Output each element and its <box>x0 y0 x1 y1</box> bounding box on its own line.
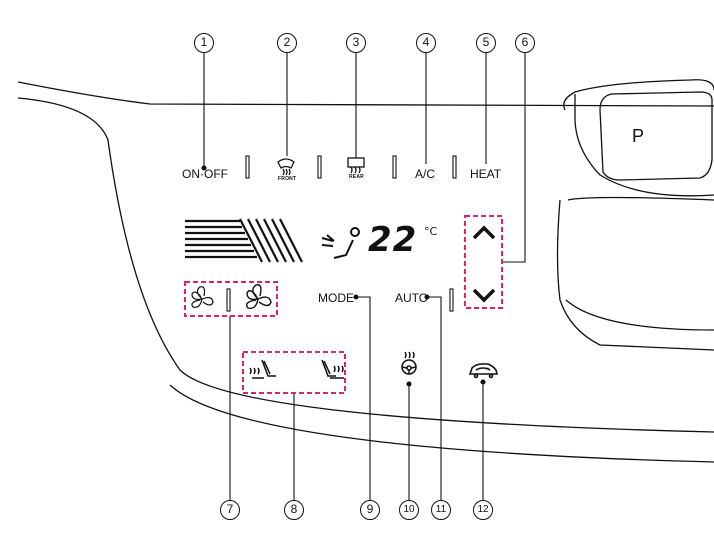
callout-6: 6 <box>515 33 535 53</box>
air-recirculation-icon[interactable] <box>468 363 499 379</box>
front-defrost-icon <box>277 158 295 176</box>
fan-speed-bars-icon <box>185 218 303 263</box>
callout-10: 10 <box>399 500 419 520</box>
callout-8: 8 <box>284 500 304 520</box>
shift-position-indicator: P <box>632 126 645 146</box>
passenger-seat-heater-icon[interactable] <box>321 359 344 379</box>
button-separators <box>226 155 457 312</box>
ac-button[interactable]: A/C <box>415 167 436 181</box>
airflow-face-icon <box>321 227 360 259</box>
callout-3: 3 <box>346 33 366 53</box>
front-defrost-caption: FRONT <box>278 176 297 182</box>
mode-button[interactable]: MODE <box>318 291 354 305</box>
rear-defrost-caption: REAR <box>349 174 364 180</box>
on-off-button[interactable]: ON·OFF <box>182 167 228 181</box>
temp-down-chevron-icon[interactable] <box>472 288 496 303</box>
driver-seat-heater-icon[interactable] <box>249 359 276 379</box>
fan-high-icon[interactable] <box>245 284 272 309</box>
callout-5: 5 <box>476 33 496 53</box>
heat-button[interactable]: HEAT <box>470 167 502 181</box>
steering-wheel-heater-icon[interactable] <box>401 351 417 375</box>
callout-12: 12 <box>473 500 493 520</box>
temperature-readout: 22 <box>368 220 418 260</box>
callout-11: 11 <box>431 500 451 520</box>
highlight-boxes <box>184 215 503 394</box>
rear-defrost-icon <box>347 157 365 174</box>
callout-2: 2 <box>277 33 297 53</box>
dashboard-outline <box>17 79 714 463</box>
temperature-unit: °C <box>424 225 438 238</box>
temp-up-chevron-icon[interactable] <box>472 225 496 240</box>
callout-9: 9 <box>360 500 380 520</box>
auto-button[interactable]: AUTO <box>395 291 429 305</box>
callout-1: 1 <box>194 33 214 53</box>
callout-7: 7 <box>220 500 240 520</box>
leader-lines <box>201 52 526 500</box>
fan-low-icon[interactable] <box>191 286 214 308</box>
callout-4: 4 <box>416 33 436 53</box>
